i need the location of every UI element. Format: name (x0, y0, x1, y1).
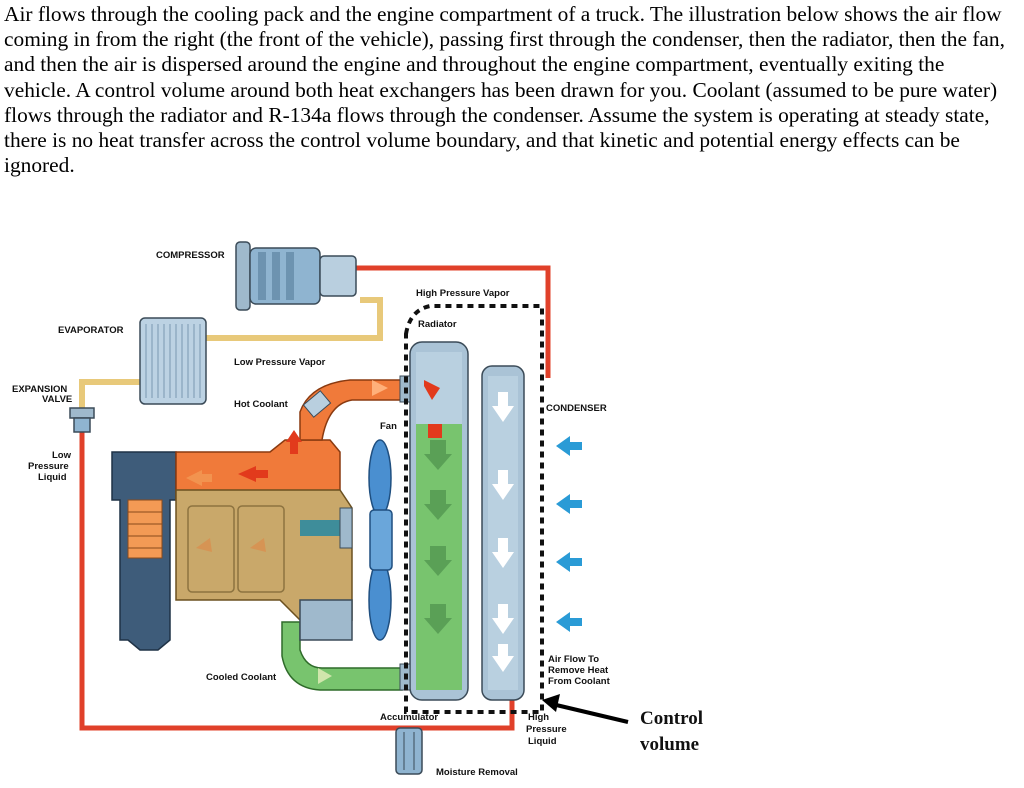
air-arrow (556, 612, 582, 632)
diagram-labels: COMPRESSOR EVAPORATOR EXPANSION VALVE Lo… (12, 250, 611, 778)
callout-label-line1: Control (640, 708, 703, 729)
evaporator-body (139, 317, 207, 405)
air-flow-arrows (556, 436, 582, 632)
callout-arrow-line (551, 702, 629, 724)
low-pressure-vapor-lines (79, 297, 383, 412)
label-radiator: Radiator (418, 319, 457, 330)
condenser (481, 365, 525, 701)
label-low-pressure-vapor: Low Pressure Vapor (234, 357, 326, 368)
expansion-valve (69, 407, 95, 433)
fan-pulley (339, 507, 353, 549)
label-low-pressure-liquid-1: Low (52, 450, 72, 461)
fan-blade-bottom (368, 559, 392, 641)
evaporator (139, 317, 207, 405)
fan (368, 439, 393, 641)
accumulator-body (395, 727, 423, 775)
label-high-pressure-vapor: High Pressure Vapor (416, 288, 510, 299)
label-expansion-valve-2: VALVE (42, 394, 72, 405)
engine (111, 379, 403, 691)
label-high-pressure-liquid-3: Liquid (528, 736, 557, 747)
compressor (235, 241, 357, 311)
radiator (399, 341, 469, 701)
high-pressure-liquid-line (410, 700, 515, 731)
label-airflow-2: Remove Heat (548, 665, 609, 676)
callout-arrowhead (542, 694, 560, 712)
control-volume-callout: Control volume (542, 694, 703, 755)
radiator-inlet-arrow (424, 380, 440, 400)
air-arrow (556, 494, 582, 514)
fan-blade-top (368, 439, 392, 517)
fan-shaft (300, 520, 352, 536)
label-airflow-3: From Coolant (548, 676, 611, 687)
high-pressure-vapor-line (355, 265, 551, 378)
engine-flow-arrows (186, 380, 388, 684)
problem-paragraph: Air flows through the cooling pack and t… (4, 2, 1005, 178)
label-evaporator: EVAPORATOR (58, 325, 124, 336)
label-condenser: CONDENSER (546, 403, 607, 414)
label-accumulator: Accumulator (380, 712, 438, 723)
air-arrow (556, 436, 582, 456)
label-low-pressure-liquid-2: Pressure (28, 461, 69, 472)
callout-label-line2: volume (640, 734, 699, 755)
label-expansion-valve-1: EXPANSION (12, 384, 67, 395)
cooled-coolant-hose (281, 621, 403, 691)
label-high-pressure-liquid-2: Pressure (526, 724, 567, 735)
label-fan: Fan (380, 421, 397, 432)
engine-lower-block (299, 599, 353, 641)
problem-statement: Air flows through the cooling pack and t… (4, 2, 1014, 178)
fan-hub (369, 509, 393, 571)
evaporator-to-compressor-line (205, 297, 383, 341)
air-arrow (556, 552, 582, 572)
label-airflow-1: Air Flow To (548, 654, 599, 665)
control-volume-boundary (404, 304, 544, 714)
label-high-pressure-liquid-1: High (528, 712, 549, 723)
label-compressor: COMPRESSOR (156, 250, 225, 261)
label-moisture-removal: Moisture Removal (436, 767, 518, 778)
refrigerant-lines (79, 265, 551, 731)
valve-to-evaporator-line (79, 379, 140, 412)
label-hot-coolant: Hot Coolant (234, 399, 289, 410)
compressor-head (319, 255, 357, 297)
label-low-pressure-liquid-3: Liquid (38, 472, 67, 483)
accumulator (395, 727, 423, 775)
compressor-pulley (235, 241, 251, 311)
low-pressure-liquid-line (79, 430, 410, 731)
label-cooled-coolant: Cooled Coolant (206, 672, 277, 683)
